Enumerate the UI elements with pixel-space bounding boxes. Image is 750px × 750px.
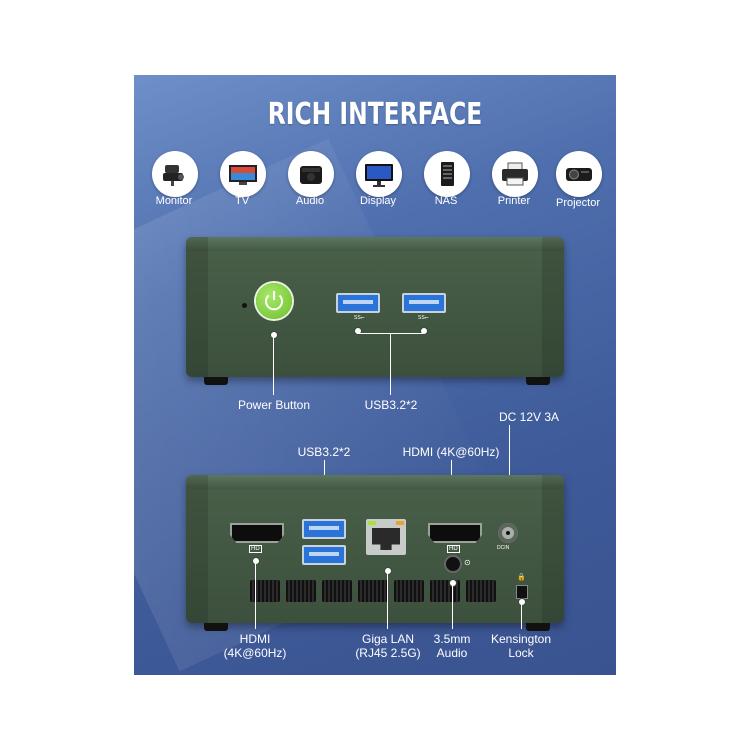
lan-label-line2: (RJ45 2.5G) bbox=[355, 646, 421, 660]
kensington-label: Kensington Lock bbox=[480, 632, 562, 660]
speaker-icon bbox=[288, 151, 334, 197]
audio-label-line2: Audio bbox=[436, 646, 468, 660]
power-button[interactable] bbox=[256, 283, 292, 319]
status-led bbox=[242, 303, 247, 308]
power-icon bbox=[265, 291, 283, 311]
dc-in-port bbox=[498, 523, 518, 543]
usb-mark-2: SS⭠ bbox=[418, 315, 429, 321]
lan-label: Giga LAN (RJ45 2.5G) bbox=[346, 632, 430, 660]
lock-icon: 🔒 bbox=[517, 574, 526, 581]
device-label-projector: Projector bbox=[555, 197, 601, 209]
device-label-tv: TV bbox=[234, 195, 250, 207]
device-label-display: Display bbox=[359, 195, 397, 207]
mini-pc-rear: HD HD DCIN ⊙ 🔒 bbox=[186, 475, 564, 623]
hdmi-bottom-label-line2: (4K@60Hz) bbox=[223, 646, 287, 660]
device-label-audio: Audio bbox=[295, 195, 325, 207]
front-usb-port-2 bbox=[402, 293, 446, 313]
rear-hdmi-port-2 bbox=[428, 523, 482, 543]
audio-jack bbox=[444, 555, 462, 573]
hdmi-bottom-label-line1: HDMI bbox=[239, 632, 271, 646]
projector-icon bbox=[556, 151, 602, 197]
audio-label: 3.5mm Audio bbox=[424, 632, 480, 660]
power-button-label: Power Button bbox=[237, 398, 311, 412]
display-icon bbox=[356, 151, 402, 197]
lan-label-line1: Giga LAN bbox=[361, 632, 415, 646]
hdmi-top-label: HDMI (4K@60Hz) bbox=[402, 445, 500, 459]
lan-led-activity bbox=[396, 521, 404, 525]
product-panel: RICH INTERFACE Monitor TV Audio Display … bbox=[134, 75, 616, 675]
kensington-label-line2: Lock bbox=[508, 646, 534, 660]
kensington-lock-slot bbox=[516, 585, 528, 599]
kensington-label-line1: Kensington bbox=[490, 632, 552, 646]
tv-icon bbox=[220, 151, 266, 197]
lan-port bbox=[366, 519, 406, 555]
rear-usb-port-2 bbox=[302, 545, 346, 565]
headphone-icon: ⊙ bbox=[464, 558, 471, 567]
device-label-printer: Printer bbox=[497, 195, 531, 207]
dc-mark: DCIN bbox=[497, 545, 510, 551]
hdmi-bottom-label: HDMI (4K@60Hz) bbox=[210, 632, 300, 660]
dc-label: DC 12V 3A bbox=[498, 410, 560, 424]
mini-pc-front: SS⭠ SS⭠ bbox=[186, 237, 564, 377]
device-label-monitor: Monitor bbox=[155, 195, 193, 207]
front-usb-label: USB3.2*2 bbox=[364, 398, 418, 412]
device-label-nas: NAS bbox=[434, 195, 458, 207]
audio-label-line1: 3.5mm bbox=[433, 632, 471, 646]
hd-mark-2: HD bbox=[447, 545, 460, 553]
printer-icon bbox=[492, 151, 538, 197]
rear-usb-port-1 bbox=[302, 519, 346, 539]
usb-mark: SS⭠ bbox=[354, 315, 365, 321]
front-usb-port-1 bbox=[336, 293, 380, 313]
security-camera-icon bbox=[152, 151, 198, 197]
hd-mark-1: HD bbox=[249, 545, 262, 553]
page-title: RICH INTERFACE bbox=[267, 97, 483, 132]
nas-icon bbox=[424, 151, 470, 197]
rear-usb-label: USB3.2*2 bbox=[297, 445, 351, 459]
lan-led-link bbox=[368, 521, 376, 525]
rear-hdmi-port-1 bbox=[230, 523, 284, 543]
